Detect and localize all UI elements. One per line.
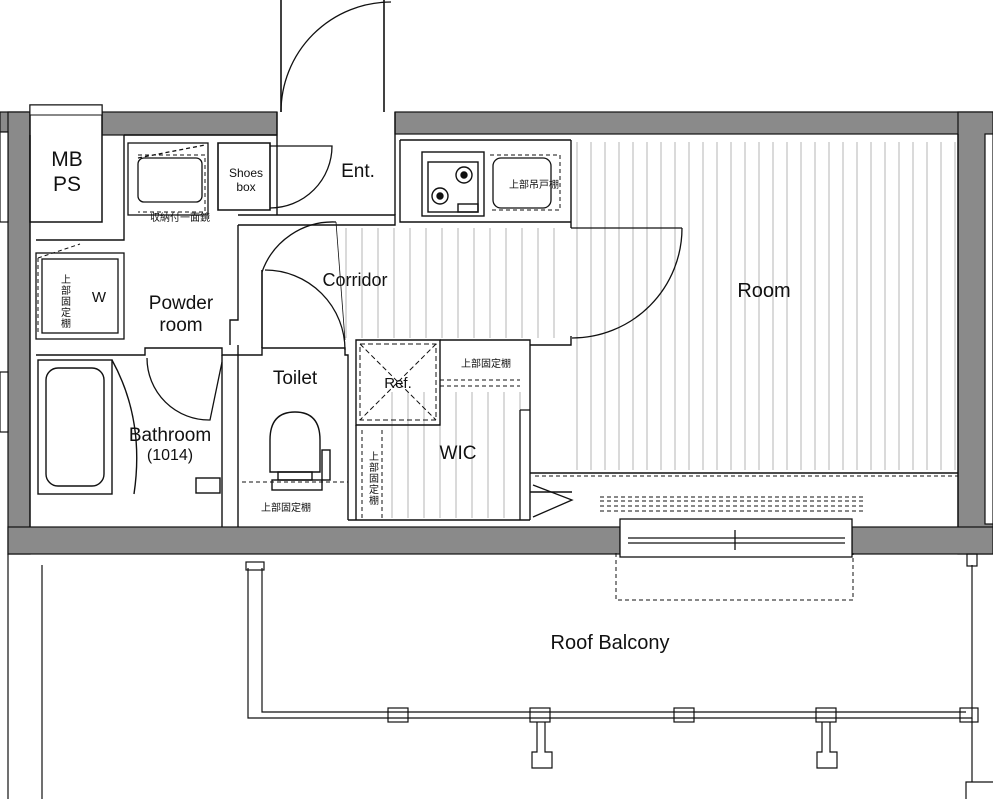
- refrigerator: [359, 343, 437, 421]
- washbasin: [127, 142, 209, 216]
- japanese-notes: 収納付一面鏡 上部吊戸棚 上部固定棚 上部固定棚 上部固定棚 上部固定棚: [61, 178, 559, 514]
- room-shelf: [600, 496, 866, 512]
- floor-lines: [345, 142, 956, 518]
- vertical-note-char: 上: [61, 274, 71, 286]
- vertical-note-char: 定: [61, 306, 71, 319]
- bathroom-size-label: (1014): [147, 447, 193, 464]
- ps-label: PS: [53, 173, 81, 196]
- dashed-lines: [37, 154, 958, 601]
- shoes-box-label-2: box: [236, 180, 255, 194]
- roof-balcony: [7, 553, 993, 799]
- vertical-note-char: 定: [369, 483, 379, 496]
- refrigerator-label: Ref.: [384, 375, 412, 392]
- mirror-storage-note: 収納付一面鏡: [150, 211, 210, 224]
- vertical-note-char: 部: [61, 284, 71, 297]
- interior-walls: [29, 112, 959, 527]
- toilet-label: Toilet: [273, 368, 318, 389]
- bathtub: [37, 359, 221, 495]
- washer-label: W: [92, 289, 107, 306]
- room-label: Room: [737, 280, 790, 302]
- washer: W: [35, 252, 125, 340]
- vertical-note-char: 上: [369, 451, 379, 463]
- vertical-note-char: 部: [369, 461, 379, 474]
- vertical-note-char: 棚: [369, 494, 379, 507]
- shoes-box-label-1: Shoes: [229, 166, 263, 180]
- mb-label: MB: [51, 148, 83, 171]
- kitchen-sink: [492, 157, 552, 209]
- upper-shelf-vertical-powder: 上部固定棚: [61, 274, 71, 330]
- upper-shelf-wic-note: 上部固定棚: [461, 357, 511, 370]
- bathroom-label: Bathroom: [129, 425, 211, 446]
- stove: [421, 151, 485, 217]
- wic-label: WIC: [440, 443, 477, 464]
- wall-fills-white: [0, 131, 993, 525]
- roof-balcony-label: Roof Balcony: [551, 632, 670, 654]
- upper-shelf-vertical-wic: 上部固定棚: [369, 451, 379, 507]
- room-labels: Shoes box Ent. Corridor Room Powder room…: [129, 161, 791, 654]
- doors: [146, 0, 683, 520]
- entrance-label: Ent.: [341, 161, 375, 182]
- exterior-walls: [0, 111, 993, 555]
- vertical-note-char: 固: [369, 473, 379, 485]
- powder-room-label-1: Powder: [149, 293, 214, 314]
- vertical-note-char: 固: [61, 296, 71, 308]
- upper-shelf-toilet-note: 上部固定棚: [261, 501, 311, 514]
- corridor-label: Corridor: [322, 270, 387, 290]
- vertical-note-char: 棚: [61, 317, 71, 330]
- powder-room-label-2: room: [159, 315, 202, 336]
- upper-cabinet-note: 上部吊戸棚: [509, 178, 559, 191]
- mb-ps-shaft: MB PS: [29, 104, 103, 223]
- toilet-fixture: [269, 411, 331, 491]
- balcony-window: [619, 518, 853, 558]
